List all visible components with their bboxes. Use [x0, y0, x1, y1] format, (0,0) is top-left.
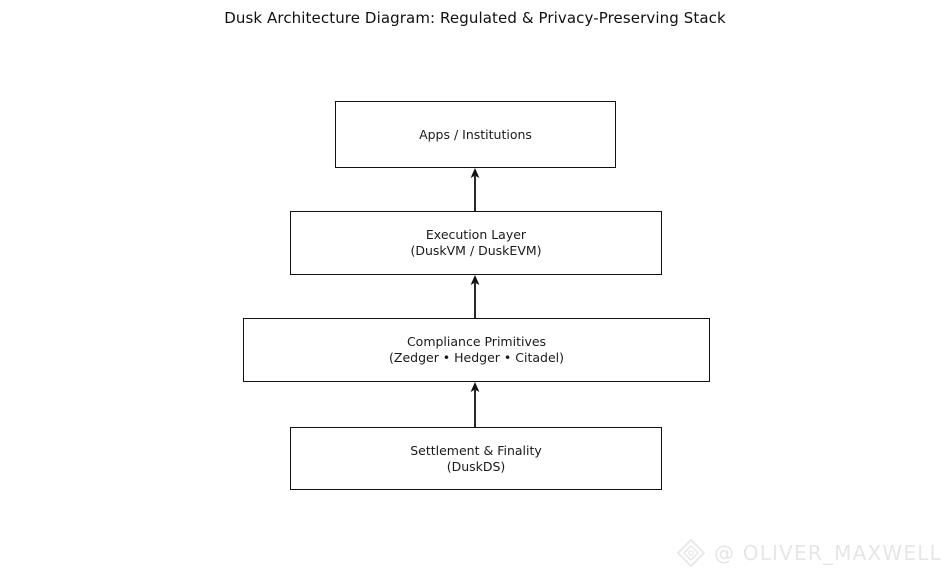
arrow-up-icon: [470, 382, 480, 427]
layer-execution-title: Execution Layer: [425, 227, 527, 242]
arrow-up-icon: [470, 275, 480, 318]
layer-settlement-subtitle: (DuskDS): [446, 458, 506, 474]
layer-box-apps[interactable]: Apps / Institutions: [335, 101, 616, 168]
layer-box-compliance[interactable]: Compliance Primitives (Zedger • Hedger •…: [243, 318, 710, 382]
layer-compliance-title: Compliance Primitives: [406, 334, 547, 349]
layer-box-settlement[interactable]: Settlement & Finality (DuskDS): [290, 427, 662, 490]
layer-box-execution[interactable]: Execution Layer (DuskVM / DuskEVM): [290, 211, 662, 275]
layer-settlement-title: Settlement & Finality: [410, 442, 542, 458]
arrow-up-icon: [470, 168, 480, 211]
connector-settlement-to-compliance: [467, 382, 483, 427]
layer-execution-subtitle: (DuskVM / DuskEVM): [410, 243, 542, 258]
watermark: @ OLIVER_MAXWELL: [676, 538, 942, 568]
diamond-logo-icon: [676, 538, 706, 568]
page-title: Dusk Architecture Diagram: Regulated & P…: [224, 9, 726, 27]
layer-apps-title: Apps / Institutions: [419, 126, 532, 142]
layer-compliance-subtitle: (Zedger • Hedger • Citadel): [389, 350, 564, 365]
watermark-handle: @ OLIVER_MAXWELL: [714, 541, 942, 565]
connector-execution-to-apps: [467, 168, 483, 211]
connector-compliance-to-execution: [467, 275, 483, 318]
